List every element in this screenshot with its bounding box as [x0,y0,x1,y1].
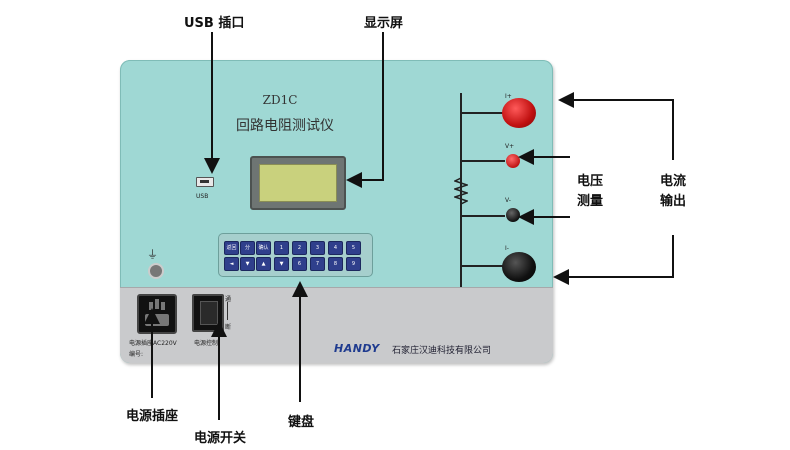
keypad-key[interactable]: 8 [328,257,343,271]
keypad-key[interactable]: 5 [346,241,361,255]
current-output-callout-line1: 电流 [660,174,687,189]
terminal-label-i-minus: I- [505,245,509,252]
power-switch[interactable] [192,294,224,332]
keypad-key[interactable]: 3 [310,241,325,255]
keypad-key[interactable]: 6 [292,257,307,271]
keypad-key[interactable]: 分 [240,241,255,255]
voltage-measure-callout-line2: 测量 [577,194,604,209]
switch-on-label: 通 [225,296,232,303]
keypad-key[interactable]: 2 [292,241,307,255]
terminal-rail [460,93,462,300]
usb-port[interactable] [196,177,214,187]
voltage-terminal-positive[interactable] [506,154,520,168]
terminal-rail-v-minus [460,215,505,217]
ground-terminal[interactable] [148,263,164,279]
terminal-rail-v-plus [460,160,505,162]
usb-port-callout: USB 插口 [184,16,245,31]
instrument-name: 回路电阻测试仪 [236,118,334,134]
terminal-rail-i-minus [460,265,505,267]
usb-label: USB [196,193,209,200]
serial-number-label: 编号: [129,351,144,358]
ground-symbol-icon: ⏚ [147,248,158,261]
company-name: 石家庄汉迪科技有限公司 [392,346,492,356]
model-label: ZD1C [262,93,298,107]
keypad-key[interactable]: 9 [346,257,361,271]
current-terminal-positive[interactable] [502,98,536,128]
power-switch-callout: 电源开关 [194,431,247,446]
power-socket-callout: 电源插座 [126,409,179,424]
terminal-label-v-plus: V+ [505,143,515,150]
keypad-key[interactable]: 4 [328,241,343,255]
keypad-key[interactable]: ▲ [256,257,271,271]
voltage-measure-callout-line1: 电压 [577,174,604,189]
keypad-key[interactable]: 1 [274,241,289,255]
brand-logo: HANDY [334,342,380,355]
lcd-display [250,156,346,210]
voltage-terminal-negative[interactable] [506,208,520,222]
lower-panel-strip: 电源插座AC220V 编号: 电源控制 通 断 HANDY 石家庄汉迪科技有限公… [120,287,553,363]
display-callout: 显示屏 [364,16,404,31]
keyboard-callout: 键盘 [288,415,315,430]
keypad-key[interactable]: 返回 [224,241,239,255]
terminal-rail-i-plus [460,112,505,114]
resistor-symbol-icon [454,175,468,207]
keypad-key[interactable]: ▼ [240,257,255,271]
power-switch-label: 电源控制 [194,340,219,347]
keypad-key[interactable]: 确认 [256,241,271,255]
switch-off-label: 断 [225,324,232,331]
switch-arrow-icon [227,302,228,320]
keypad-key[interactable]: ▼ [274,257,289,271]
current-output-callout-line2: 输出 [660,194,687,209]
current-terminal-negative[interactable] [502,252,536,282]
terminal-label-v-minus: V- [505,197,511,204]
keypad-key[interactable]: ◄ [224,257,239,271]
terminal-label-i-plus: I+ [505,93,512,100]
keypad-key[interactable]: 7 [310,257,325,271]
